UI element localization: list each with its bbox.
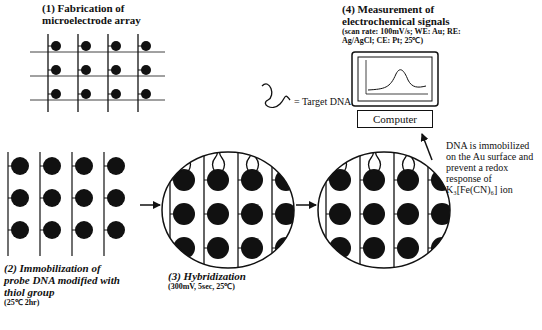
electrode-dot xyxy=(11,157,29,175)
step-caption: (1) Fabrication of microelectrode array xyxy=(42,2,167,26)
electrode-lead xyxy=(393,140,394,280)
electrode-dot xyxy=(241,203,263,225)
target-dna xyxy=(228,118,238,140)
electrode-dot xyxy=(207,203,229,225)
box-label: Computer xyxy=(373,113,417,125)
probe-array xyxy=(8,152,125,256)
monitor xyxy=(352,52,438,106)
electrode-lead xyxy=(169,140,170,280)
electrode-dot xyxy=(11,189,29,207)
electrode-lead xyxy=(48,94,56,95)
electrode-dot xyxy=(107,157,125,175)
electrode-dot xyxy=(207,169,229,191)
step-arrow xyxy=(422,134,432,160)
electrode-dot xyxy=(173,237,195,259)
electrode-dot xyxy=(43,221,61,239)
electrode-lead xyxy=(39,152,40,256)
step-caption: (2) Immobilization of probe DNA modified… xyxy=(4,262,126,298)
electrode-dot xyxy=(11,221,29,239)
electrode-lead xyxy=(427,140,428,280)
legend-label: = Target DNA xyxy=(294,96,384,107)
probe-dna xyxy=(186,146,191,172)
electrode-dot xyxy=(75,157,93,175)
electrode-lead xyxy=(138,70,146,71)
electrode-lead xyxy=(138,94,146,95)
electrode-dot xyxy=(207,237,229,259)
electrode-dot xyxy=(397,237,419,259)
step-caption: (25℃ 2hr) xyxy=(4,299,134,308)
electrode-dot xyxy=(43,157,61,175)
electrode-lead xyxy=(325,140,326,280)
step-arrow xyxy=(140,204,160,206)
electrode-dot xyxy=(363,169,385,191)
electrode-lead xyxy=(108,46,116,47)
probe-dna xyxy=(403,146,408,172)
electrode-lead xyxy=(237,140,238,280)
electrode-lead xyxy=(203,140,204,280)
probe-dna xyxy=(342,146,347,172)
step-caption: (3) Hybridization xyxy=(168,270,338,282)
electrode-lead xyxy=(30,76,165,77)
electrode-lead xyxy=(7,152,8,256)
probe-dna xyxy=(369,146,374,172)
probe-dna xyxy=(247,146,252,172)
microelectrode-array xyxy=(30,34,165,112)
target-dna xyxy=(336,124,347,146)
probe-dna xyxy=(376,146,381,172)
magnify-ellipse xyxy=(162,152,294,268)
electrode-lead xyxy=(30,52,165,53)
target-dna-symbol xyxy=(262,84,290,107)
probe-dna xyxy=(213,146,218,172)
electrode-dot xyxy=(329,237,351,259)
electrode-dot xyxy=(75,221,93,239)
electrode-dot xyxy=(397,203,419,225)
probe-dna xyxy=(220,146,225,172)
hybridization-detail xyxy=(170,118,297,280)
electrode-lead xyxy=(48,70,56,71)
computer-box: Computer xyxy=(357,110,433,128)
electrode-dot xyxy=(363,237,385,259)
electrode-dot xyxy=(329,169,351,191)
electrode-lead xyxy=(138,46,146,47)
electrode-lead xyxy=(108,70,116,71)
step-caption: (4) Measurement of electrochemical signa… xyxy=(342,3,472,27)
electrode-lead xyxy=(48,46,56,47)
electrode-lead xyxy=(359,140,360,280)
electrode-dot xyxy=(173,203,195,225)
electrode-lead xyxy=(108,94,116,95)
electrode-dot xyxy=(75,189,93,207)
magnify-ellipse xyxy=(318,152,450,268)
electrode-lead xyxy=(271,140,272,280)
electrode-lead xyxy=(103,152,104,256)
electrode-lead xyxy=(30,100,165,101)
probe-dna xyxy=(410,146,415,172)
electrode-dot xyxy=(173,169,195,191)
electrode-lead xyxy=(78,94,86,95)
electrode-dot xyxy=(241,237,263,259)
step-caption: (300mV, 5sec, 25℃) xyxy=(168,283,338,292)
probe-dna xyxy=(254,146,259,172)
electrode-dot xyxy=(397,169,419,191)
note-text: DNA is immobilized on the Au surface and… xyxy=(446,140,539,195)
electrode-dot xyxy=(107,221,125,239)
step-caption: (scan rate: 100mV/s; WE: Au; RE: Ag/AgCl… xyxy=(342,28,470,46)
electrode-dot xyxy=(329,203,351,225)
electrode-dot xyxy=(107,189,125,207)
electrode-dot xyxy=(363,203,385,225)
electrode-lead xyxy=(71,152,72,256)
step-arrow xyxy=(296,204,316,206)
electrode-lead xyxy=(78,46,86,47)
electrode-lead xyxy=(78,70,86,71)
electrode-dot xyxy=(43,189,61,207)
electrode-dot xyxy=(241,169,263,191)
